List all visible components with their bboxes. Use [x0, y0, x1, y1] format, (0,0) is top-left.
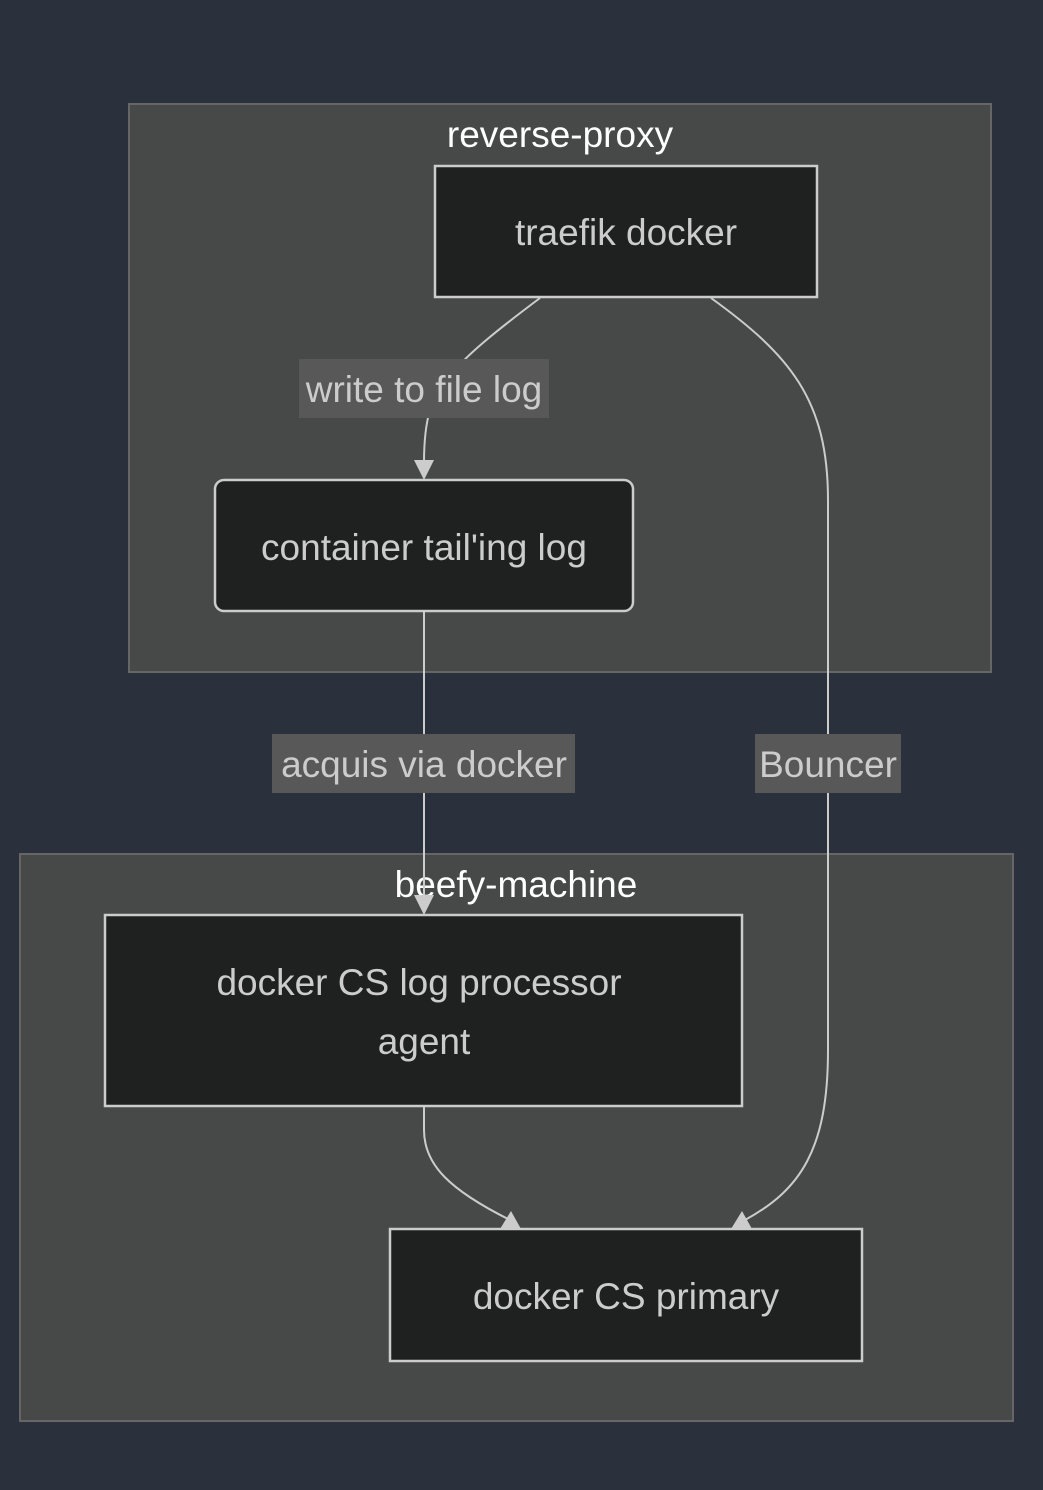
svg-text:acquis via docker: acquis via docker — [281, 744, 567, 785]
arrowhead-icon — [500, 1211, 521, 1229]
svg-text:Bouncer: Bouncer — [759, 744, 897, 785]
edge-traefik-to-primary — [710, 297, 829, 1229]
edge-label-write-to-file-log: write to file log — [299, 359, 549, 418]
node-docker-cs-primary[interactable]: docker CS primary — [388, 1227, 864, 1363]
cluster-label-beefy-machine: beefy-machine — [395, 864, 638, 905]
svg-text:docker CS log processor: docker CS log processor — [216, 962, 621, 1003]
arrowhead-icon — [731, 1211, 752, 1229]
edge-agent-to-primary — [423, 1106, 521, 1229]
edge-label-bouncer: Bouncer — [755, 734, 901, 793]
svg-text:write to file log: write to file log — [305, 369, 543, 410]
node-docker-cs-log-processor-agent[interactable]: docker CS log processor agent — [103, 913, 744, 1108]
arrowhead-icon — [414, 895, 434, 915]
node-container-tailing-log[interactable]: container tail'ing log — [213, 478, 635, 613]
node-traefik-docker[interactable]: traefik docker — [433, 164, 819, 299]
svg-text:docker CS primary: docker CS primary — [473, 1276, 780, 1317]
svg-text:traefik docker: traefik docker — [515, 212, 737, 253]
arrowhead-icon — [414, 460, 434, 480]
cluster-label-reverse-proxy: reverse-proxy — [447, 114, 674, 155]
edge-label-acquis-via-docker: acquis via docker — [272, 734, 575, 793]
svg-text:agent: agent — [378, 1021, 471, 1062]
svg-text:container tail'ing log: container tail'ing log — [261, 527, 587, 568]
